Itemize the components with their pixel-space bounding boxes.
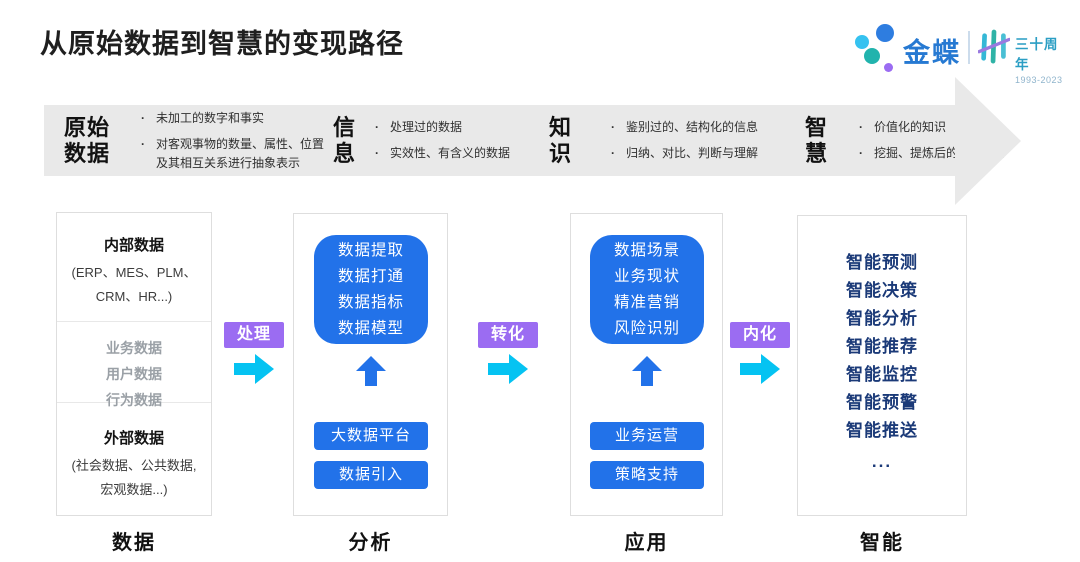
capability-box: 数据提取 数据打通 数据指标 数据模型	[314, 235, 428, 344]
brand-name: 金蝶	[903, 38, 961, 68]
list-item: 智能推荐	[846, 337, 918, 356]
banner-bullet: 对客观事物的数量、属性、位置及其相互关系进行抽象表示	[130, 135, 328, 173]
connector-label: 转化	[478, 322, 538, 348]
bullet-dot-icon	[848, 118, 874, 137]
logo-dot-icon	[855, 35, 869, 49]
bullet-dot-icon	[600, 144, 626, 163]
stage-label-data: 数据	[112, 532, 156, 554]
external-data-section: 外部数据 (社会数据、公共数据, 宏观数据...)	[57, 402, 211, 502]
stage-label-analysis: 分析	[348, 532, 393, 554]
banner-section-information: 信息 处理过的数据 实效性、有含义的数据	[333, 105, 550, 176]
panel-analysis: 数据提取 数据打通 数据指标 数据模型 大数据平台 数据引入	[293, 213, 448, 516]
banner-term: 原始数据	[64, 114, 111, 166]
bullet-dot-icon	[848, 144, 874, 163]
brand-logo: 金蝶 三十周年 1993-2023	[845, 20, 1065, 85]
panel-data-sources: 内部数据 (ERP、MES、PLM、 CRM、HR...) 业务数据 用户数据 …	[56, 212, 212, 516]
connector-label: 处理	[224, 322, 284, 348]
section-title: 内部数据	[103, 237, 164, 254]
right-arrow-icon	[730, 353, 790, 390]
list-item: 用户数据	[106, 366, 162, 382]
anniversary-mark-icon	[977, 27, 1011, 72]
banner-section-knowledge: 知识 鉴别过的、结构化的信息 归纳、对比、判断与理解	[549, 105, 794, 176]
anniversary-title: 三十周年	[1015, 37, 1059, 72]
bullet-dot-icon	[600, 118, 626, 137]
banner-bullet: 处理过的数据	[364, 118, 550, 137]
banner-section-raw-data: 原始数据 未加工的数字和事实 对客观事物的数量、属性、位置及其相互关系进行抽象表…	[64, 105, 328, 176]
banner-bullet: 未加工的数字和事实	[130, 109, 328, 128]
banner-bullet: 归纳、对比、判断与理解	[600, 144, 794, 163]
banner-term: 信息	[333, 114, 357, 166]
connector-internalize: 内化	[730, 322, 790, 390]
bullet-dot-icon	[364, 118, 390, 137]
list-item: 智能监控	[846, 365, 918, 384]
tool-chip: 数据引入	[314, 461, 428, 489]
connector-process: 处理	[224, 322, 284, 390]
right-arrow-icon	[478, 353, 538, 390]
tool-chip: 策略支持	[590, 461, 704, 489]
list-item: 行为数据	[106, 392, 162, 408]
banner-bullet: 实效性、有含义的数据	[364, 144, 550, 163]
ellipsis-more: ...	[871, 452, 893, 471]
list-item: 智能分析	[846, 309, 918, 328]
capability-box: 数据场景 业务现状 精准营销 风险识别	[590, 235, 704, 344]
up-arrow-icon	[355, 356, 387, 391]
list-item: 智能推送	[846, 421, 918, 440]
list-item: 业务数据	[106, 340, 162, 356]
list-item: 智能决策	[846, 281, 918, 300]
bullet-dot-icon	[364, 144, 390, 163]
bullet-dot-icon	[130, 109, 156, 128]
page-title: 从原始数据到智慧的变现路径	[40, 29, 404, 59]
internal-data-section: 内部数据 (ERP、MES、PLM、 CRM、HR...)	[57, 213, 211, 321]
connector-transform: 转化	[478, 322, 538, 390]
banner-term: 智慧	[805, 114, 829, 166]
middle-data-section: 业务数据 用户数据 行为数据	[57, 321, 211, 408]
dikw-arrow-banner: 原始数据 未加工的数字和事实 对客观事物的数量、属性、位置及其相互关系进行抽象表…	[44, 105, 1006, 176]
up-arrow-icon	[631, 356, 663, 391]
section-title: 外部数据	[103, 430, 164, 447]
logo-dot-icon	[864, 48, 880, 64]
banner-arrowhead-icon	[955, 77, 1021, 205]
logo-divider	[968, 31, 970, 64]
tool-chip: 业务运营	[590, 422, 704, 450]
tool-chip: 大数据平台	[314, 422, 428, 450]
panel-application: 数据场景 业务现状 精准营销 风险识别 业务运营 策略支持	[570, 213, 723, 516]
list-item: 智能预测	[846, 253, 918, 272]
bullet-dot-icon	[130, 135, 156, 154]
anniversary-text: 三十周年 1993-2023	[1015, 33, 1065, 85]
stage-label-application: 应用	[624, 532, 669, 554]
stage-label-intelligence: 智能	[860, 532, 904, 554]
list-item: 智能预警	[846, 393, 918, 412]
logo-dot-icon	[876, 24, 894, 42]
anniversary-years: 1993-2023	[1015, 75, 1063, 85]
right-arrow-icon	[224, 353, 284, 390]
banner-term: 知识	[549, 114, 573, 166]
logo-dot-icon	[884, 63, 893, 72]
banner-bullet: 鉴别过的、结构化的信息	[600, 118, 794, 137]
banner-bullet: 价值化的知识	[848, 118, 1034, 137]
panel-intelligence: 智能预测 智能决策 智能分析 智能推荐 智能监控 智能预警 智能推送 ...	[797, 215, 967, 516]
connector-label: 内化	[730, 322, 790, 348]
